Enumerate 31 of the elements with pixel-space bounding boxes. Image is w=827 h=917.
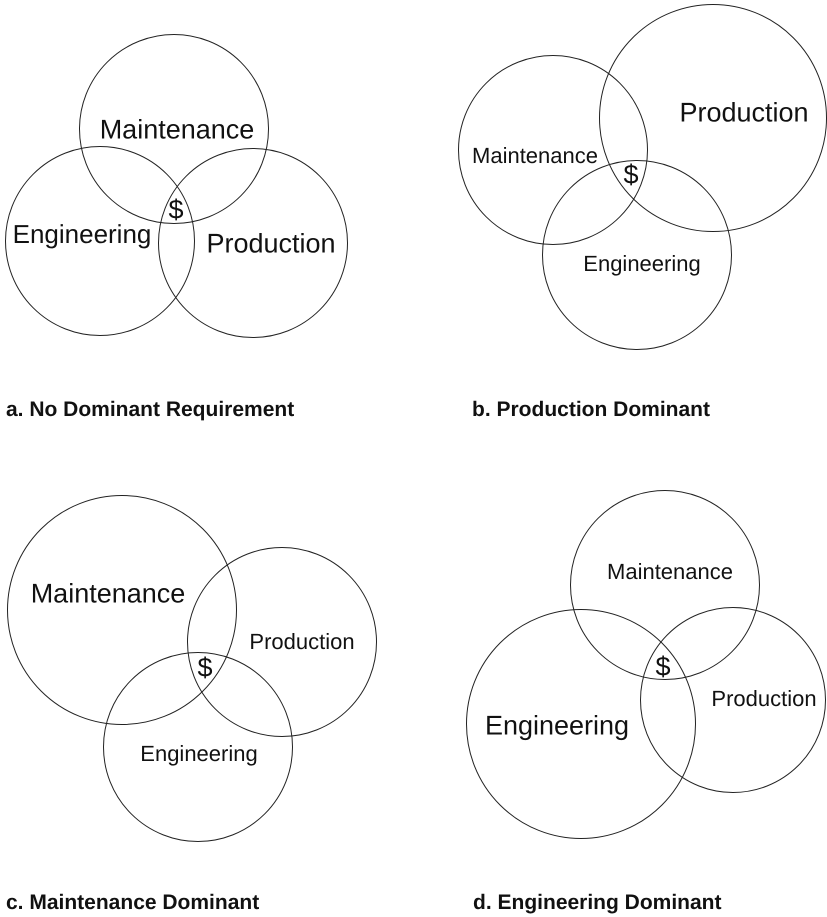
overlap-symbol: $ — [623, 162, 639, 188]
circle-label: Maintenance — [30, 580, 186, 608]
circle-label: Production — [711, 688, 817, 710]
circle-label: Production — [249, 631, 355, 653]
circle-label: Production — [206, 230, 336, 258]
venn-circle — [5, 146, 195, 336]
venn-circle — [570, 490, 760, 680]
venn-circle — [466, 609, 696, 839]
overlap-symbol: $ — [197, 654, 213, 682]
venn-circle — [640, 607, 826, 793]
circle-label: Engineering — [140, 743, 258, 765]
overlap-symbol: $ — [655, 654, 671, 680]
venn-circle — [187, 547, 377, 737]
caption: d. Engineering Dominant — [473, 892, 722, 913]
caption: a. No Dominant Requirement — [6, 399, 294, 420]
venn-circle — [7, 495, 237, 725]
circle-label: Maintenance — [607, 561, 733, 583]
caption: c. Maintenance Dominant — [6, 892, 260, 913]
circle-label: Maintenance — [100, 116, 254, 144]
venn-circle — [158, 148, 348, 338]
venn-circle — [599, 4, 827, 232]
circle-label: Engineering — [583, 253, 701, 275]
circle-label: Engineering — [12, 221, 152, 247]
venn-circle — [103, 652, 293, 842]
circle-label: Maintenance — [472, 145, 598, 167]
circle-label: Production — [679, 100, 809, 126]
caption: b. Production Dominant — [472, 399, 710, 420]
venn-circle — [458, 55, 648, 245]
overlap-symbol: $ — [168, 196, 184, 224]
venn-circle — [79, 34, 269, 224]
circle-label: Engineering — [484, 712, 630, 740]
